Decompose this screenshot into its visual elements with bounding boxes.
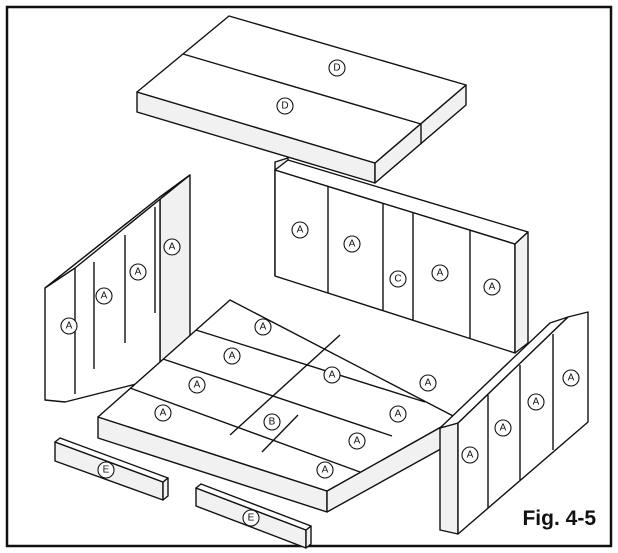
- floor-seam-row-1: [129, 387, 361, 473]
- svg-text:A: A: [101, 291, 108, 302]
- svg-text:A: A: [425, 378, 432, 389]
- svg-text:A: A: [160, 408, 167, 419]
- svg-text:B: B: [269, 417, 276, 428]
- svg-text:A: A: [322, 465, 329, 476]
- svg-text:A: A: [437, 268, 444, 279]
- label-tag-left-1: A: [60, 317, 78, 335]
- label-tag-floor-6: A: [419, 374, 437, 392]
- svg-text:D: D: [281, 101, 288, 112]
- svg-text:A: A: [135, 267, 142, 278]
- left-wall-top: [44, 174, 191, 289]
- label-tag-right-3: A: [527, 393, 545, 411]
- floor-seam-row-2: [162, 358, 393, 437]
- svg-text:A: A: [169, 242, 176, 253]
- floor-seam-column-back: [229, 334, 341, 436]
- label-tag-top-2: D: [276, 97, 294, 115]
- label-tag-top-1: D: [328, 59, 346, 77]
- back-wall-right-edge: [514, 231, 529, 354]
- label-tag-floor-5: A: [323, 366, 341, 384]
- label-tag-bottom-2: E: [242, 509, 260, 527]
- back-wall-group: [274, 157, 529, 354]
- floor-seam-row-3: [195, 329, 426, 403]
- svg-text:A: A: [533, 397, 540, 408]
- svg-text:A: A: [349, 239, 356, 250]
- label-tag-left-4: A: [163, 238, 181, 256]
- svg-text:E: E: [248, 513, 255, 524]
- top-panel-seam: [182, 53, 422, 125]
- bottom-brick-2-top: [195, 483, 312, 531]
- label-tag-floor-8: A: [348, 432, 366, 450]
- right-wall-group: [439, 311, 589, 535]
- svg-text:A: A: [329, 370, 336, 381]
- label-tag-floor-1: A: [254, 318, 272, 336]
- label-tag-floor-7: A: [389, 405, 407, 423]
- svg-text:C: C: [394, 274, 401, 285]
- right-wall-top: [439, 316, 569, 429]
- svg-text:A: A: [297, 225, 304, 236]
- svg-text:A: A: [467, 450, 474, 461]
- svg-text:A: A: [260, 322, 267, 333]
- svg-text:A: A: [395, 409, 402, 420]
- label-tag-right-2: A: [494, 419, 512, 437]
- svg-text:A: A: [489, 282, 496, 293]
- label-tag-left-2: A: [95, 287, 113, 305]
- label-tag-floor-3: A: [188, 376, 206, 394]
- svg-text:A: A: [194, 380, 201, 391]
- label-tag-floor-2: A: [223, 347, 241, 365]
- label-tag-back-5: A: [483, 278, 501, 296]
- svg-text:A: A: [568, 373, 575, 384]
- figure-caption: Fig. 4-5: [522, 507, 596, 530]
- right-wall-left-edge: [439, 422, 459, 535]
- svg-text:A: A: [66, 321, 73, 332]
- bottom-brick-1-top: [54, 437, 169, 483]
- label-tag-back-4: A: [431, 264, 449, 282]
- label-tag-right-1: A: [461, 446, 479, 464]
- svg-text:A: A: [229, 351, 236, 362]
- svg-text:A: A: [354, 436, 361, 447]
- svg-text:E: E: [103, 465, 110, 476]
- svg-text:D: D: [333, 63, 340, 74]
- label-tag-bottom-1: E: [97, 461, 115, 479]
- label-tag-back-2: A: [343, 235, 361, 253]
- label-tag-left-3: A: [129, 263, 147, 281]
- label-tag-floor-4: A: [154, 404, 172, 422]
- label-tag-floor-center: B: [263, 413, 281, 431]
- top-panel-group: [136, 15, 467, 184]
- label-tag-back-1: A: [291, 221, 309, 239]
- floor-seam-column-front: [261, 414, 299, 453]
- label-tag-floor-9: A: [316, 461, 334, 479]
- label-tag-right-4: A: [562, 369, 580, 387]
- label-tag-back-3: C: [389, 270, 407, 288]
- floor-group: [97, 299, 458, 513]
- svg-text:A: A: [500, 423, 507, 434]
